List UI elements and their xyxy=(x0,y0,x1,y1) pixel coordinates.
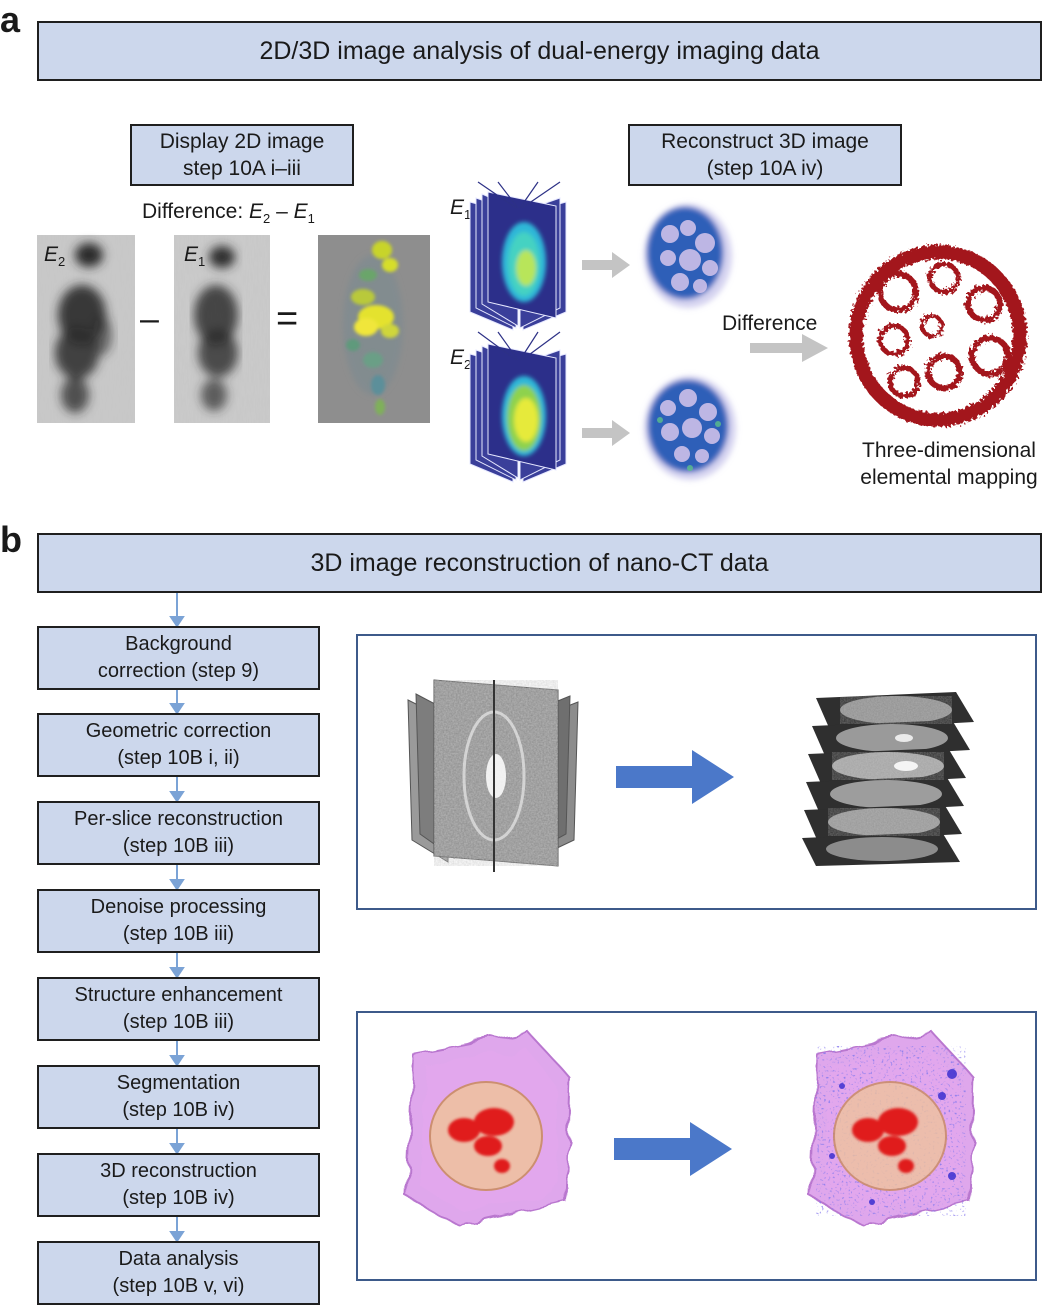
equals-sign: = xyxy=(276,298,299,340)
difference-term2-sub: 1 xyxy=(307,211,315,227)
e2-image-label: E2 xyxy=(44,243,65,269)
step-data-analysis: Data analysis (step 10B v, vi) xyxy=(37,1241,320,1305)
step-denoise-processing: Denoise processing (step 10B iii) xyxy=(37,889,320,953)
step-text: Geometric correction (step 10B i, ii) xyxy=(85,720,272,769)
flow-arrow-1-head xyxy=(169,703,185,715)
e1-stack-label-letter: E xyxy=(450,196,465,219)
flow-arrow-6-head xyxy=(169,1143,185,1155)
step-geometric-correction: Geometric correction (step 10B i, ii) xyxy=(37,713,320,777)
workflow-arrows xyxy=(169,593,185,1243)
e2-image-label-letter: E xyxy=(44,243,59,266)
step-background-correction: Background correction (step 9) xyxy=(37,626,320,690)
step-per-slice-reconstruction: Per-slice reconstruction (step 10B iii) xyxy=(37,801,320,865)
projection-slabs-image xyxy=(407,679,579,872)
difference-color-image xyxy=(318,235,430,423)
grey-arrow-bottom xyxy=(582,420,630,446)
e2-reconstructed-volume xyxy=(644,376,736,480)
display-2d-box: Display 2D image step 10A i–iii xyxy=(130,124,354,186)
panel-a-title: 2D/3D image analysis of dual-energy imag… xyxy=(37,21,1042,81)
panel-b-title: 3D image reconstruction of nano-CT data xyxy=(37,533,1042,593)
segmented-cell-volume xyxy=(404,1030,572,1228)
e1-reconstructed-volume xyxy=(644,204,732,308)
panel-a-title-text: 2D/3D image analysis of dual-energy imag… xyxy=(259,36,820,65)
reconstruct-3d-box-text: Reconstruct 3D image (step 10A iv) xyxy=(661,130,869,180)
big-arrow-top xyxy=(616,750,734,804)
big-arrow-bottom xyxy=(614,1122,732,1176)
e2-stack-label-sub: 2 xyxy=(464,357,472,373)
step-segmentation: Segmentation (step 10B iv) xyxy=(37,1065,320,1129)
step-text: Per-slice reconstruction (step 10B iii) xyxy=(74,808,283,857)
e2-image-label-sub: 2 xyxy=(58,254,66,270)
e2-stack-label: E2 xyxy=(450,346,471,372)
difference-prefix: Difference: xyxy=(142,200,249,223)
minus-sign: – xyxy=(140,300,159,338)
difference-term1: E xyxy=(249,200,264,223)
e1-stack-label: E1 xyxy=(450,196,471,222)
e1-image-label-sub: 1 xyxy=(198,254,206,270)
flow-arrow-0-head xyxy=(169,616,185,628)
step-text: 3D reconstruction (step 10B iv) xyxy=(100,1160,257,1209)
difference-term2: E xyxy=(293,200,308,223)
reconstruct-3d-box: Reconstruct 3D image (step 10A iv) xyxy=(628,124,902,186)
step-text: Structure enhancement (step 10B iii) xyxy=(74,984,283,1033)
step-3d-reconstruction: 3D reconstruction (step 10B iv) xyxy=(37,1153,320,1217)
e2-grayscale-image xyxy=(37,235,135,423)
step-text: Background correction (step 9) xyxy=(97,633,260,682)
difference-arrow xyxy=(750,334,828,362)
difference-minus: – xyxy=(270,200,294,223)
panel-b-title-text: 3D image reconstruction of nano-CT data xyxy=(310,548,769,577)
step-text: Segmentation (step 10B iv) xyxy=(116,1072,241,1121)
step-structure-enhancement: Structure enhancement (step 10B iii) xyxy=(37,977,320,1041)
slice-stack-image xyxy=(802,692,974,866)
e2-stack-label-letter: E xyxy=(450,346,465,369)
flow-arrow-7-head xyxy=(169,1231,185,1243)
grey-arrow-top xyxy=(582,252,630,278)
e1-stack-label-sub: 1 xyxy=(464,207,472,223)
flow-arrow-5-head xyxy=(169,1055,185,1067)
e1-image-label: E1 xyxy=(184,243,205,269)
elemental-mapping-caption: Three-dimensional elemental mapping xyxy=(860,439,1038,489)
flow-arrow-2-head xyxy=(169,791,185,803)
difference-term1-sub: 2 xyxy=(263,211,271,227)
flow-arrow-4-head xyxy=(169,967,185,979)
step-text: Denoise processing (step 10B iii) xyxy=(90,896,267,945)
e1-image-label-letter: E xyxy=(184,243,199,266)
e2-projection-stack xyxy=(469,331,567,483)
difference-label: Difference xyxy=(722,312,818,335)
panel-a-letter: a xyxy=(0,0,21,40)
step-text: Data analysis (step 10B v, vi) xyxy=(112,1248,245,1297)
elemental-mapping-volume xyxy=(849,245,1027,427)
e1-projection-stack xyxy=(469,181,567,331)
flow-arrow-3-head xyxy=(169,879,185,891)
e1-grayscale-image xyxy=(174,235,270,423)
difference-formula: Difference: E2 – E1 xyxy=(142,200,315,226)
panel-b-letter: b xyxy=(0,519,22,560)
display-2d-box-text: Display 2D image step 10A i–iii xyxy=(159,130,325,180)
segmented-cell-volume-detailed xyxy=(808,1030,976,1228)
